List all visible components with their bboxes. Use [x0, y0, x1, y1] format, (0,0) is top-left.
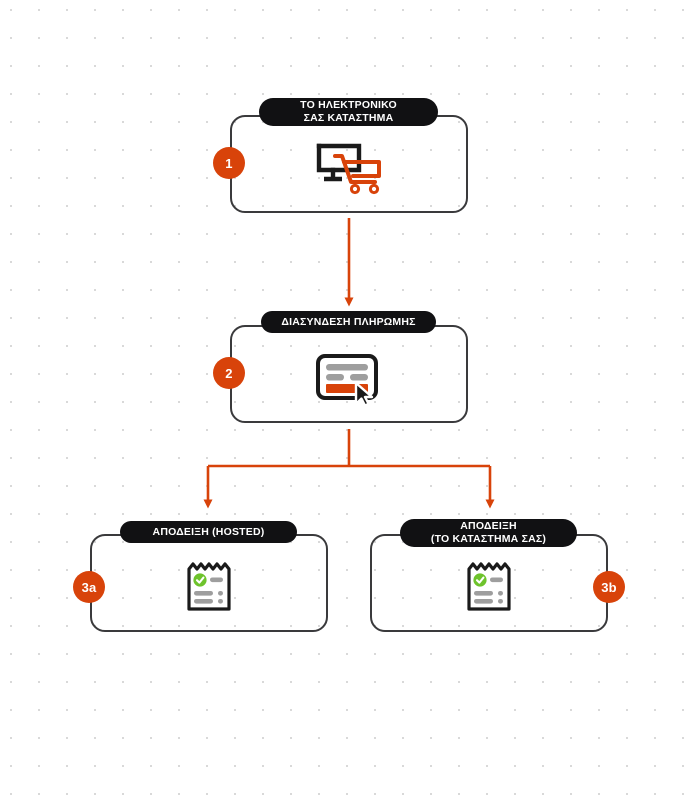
receipt-check-icon [184, 559, 234, 615]
step-badge-2: 2 [213, 357, 245, 389]
step-badge-1: 1 [213, 147, 245, 179]
monitor-shopping-cart-icon [313, 140, 385, 196]
credit-card-cursor-icon [314, 350, 384, 406]
node-receipt-hosted[interactable] [90, 534, 328, 632]
step-badge-3a: 3a [73, 571, 105, 603]
node-receipt-your-store[interactable] [370, 534, 608, 632]
node-title-payment-gateway: ΔΙΑΣΥΝΔΕΣΗ ΠΛΗΡΩΜΗΣ [261, 311, 436, 333]
receipt-check-icon [464, 559, 514, 615]
connector-2-split [208, 429, 490, 468]
step-badge-3b: 3b [593, 571, 625, 603]
node-title-receipt-hosted: ΑΠΟΔΕΙΞΗ (HOSTED) [120, 521, 297, 543]
node-online-store[interactable] [230, 115, 468, 213]
node-title-receipt-your-store: ΑΠΟΔΕΙΞΗ (ΤΟ ΚΑΤΑΣΤΗΜΑ ΣΑΣ) [400, 519, 577, 547]
node-payment-gateway[interactable] [230, 325, 468, 423]
node-title-online-store: ΤΟ ΗΛΕΚΤΡΟΝΙΚΟ ΣΑΣ ΚΑΤΑΣΤΗΜΑ [259, 98, 438, 126]
